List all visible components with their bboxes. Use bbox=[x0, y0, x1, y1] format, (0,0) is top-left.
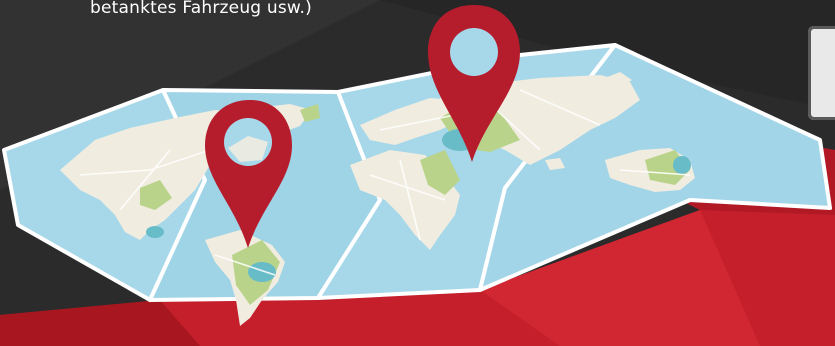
caption-text: betanktes Fahrzeug usw.) bbox=[90, 0, 312, 18]
road bbox=[379, 114, 456, 131]
land-island bbox=[545, 158, 565, 170]
road bbox=[619, 169, 691, 176]
road-lines bbox=[79, 89, 691, 276]
lake bbox=[248, 262, 276, 282]
green-region bbox=[300, 104, 320, 122]
road bbox=[214, 254, 276, 276]
map-pin-icon bbox=[428, 5, 520, 162]
land-europe bbox=[360, 98, 465, 145]
green-region bbox=[420, 150, 460, 195]
pin-body bbox=[428, 5, 520, 162]
road bbox=[119, 149, 171, 211]
green-region bbox=[140, 180, 172, 210]
road bbox=[519, 89, 601, 126]
pin-hole bbox=[450, 28, 498, 76]
red-floor-facet bbox=[480, 210, 760, 346]
road bbox=[399, 159, 421, 241]
pin-hole-land bbox=[228, 136, 268, 162]
road bbox=[79, 149, 211, 176]
lake bbox=[673, 156, 691, 174]
red-floor-facet bbox=[0, 300, 200, 346]
lake bbox=[146, 226, 164, 238]
map-pin-icon bbox=[205, 100, 292, 248]
corner-panel bbox=[808, 26, 835, 120]
land-island bbox=[600, 72, 632, 88]
